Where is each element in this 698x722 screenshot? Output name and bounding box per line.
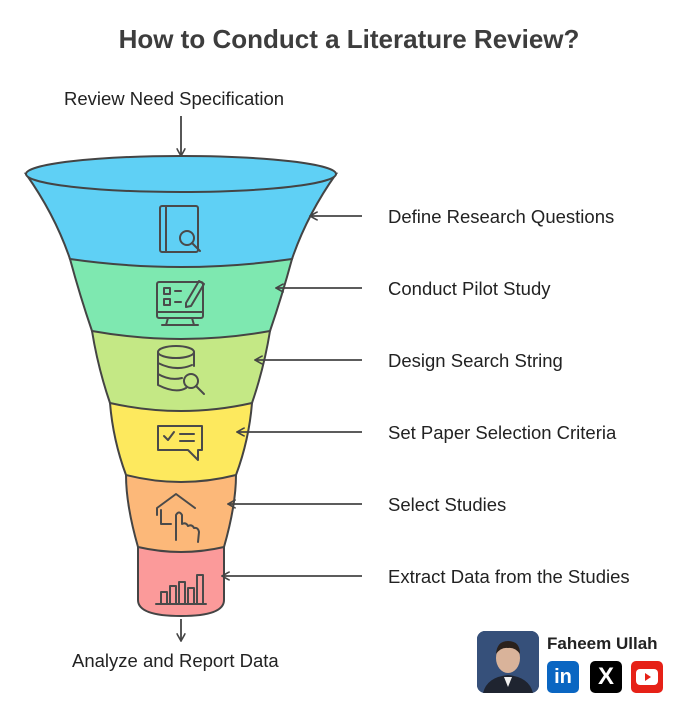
stage-label-select-studies: Select Studies [388, 494, 507, 515]
checklist-message-icon [157, 425, 203, 461]
database-search-icon [157, 345, 205, 395]
stage-label-design-search-string: Design Search String [388, 350, 563, 371]
x-icon[interactable]: X [590, 661, 622, 693]
x-icon-text: X [597, 663, 614, 690]
youtube-icon[interactable] [631, 661, 663, 693]
page-title: How to Conduct a Literature Review? [118, 24, 580, 54]
linkedin-icon-text: in [554, 665, 572, 688]
funnel-stage-3 [90, 330, 272, 412]
stage-label-set-paper-selection-criteria: Set Paper Selection Criteria [388, 422, 617, 443]
stage-label-extract-data: Extract Data from the Studies [388, 566, 630, 587]
stage-label-conduct-pilot-study: Conduct Pilot Study [388, 278, 551, 299]
bar-chart-icon [155, 574, 207, 605]
author-card: Faheem Ullah in X [477, 631, 691, 695]
author-name: Faheem Ullah [547, 634, 658, 653]
monitor-checklist-pen-icon [156, 280, 205, 326]
author-avatar [477, 631, 539, 693]
book-search-icon [159, 205, 201, 253]
funnel-stage-2 [68, 258, 294, 340]
funnel-input-label: Review Need Specification [64, 88, 285, 109]
stage-label-define-research-questions: Define Research Questions [388, 206, 615, 227]
funnel-output-label: Analyze and Report Data [72, 650, 279, 671]
funnel-stage-4 [108, 402, 254, 483]
hand-tap-house-icon [156, 493, 200, 543]
linkedin-icon[interactable]: in [547, 661, 579, 693]
funnel-rim [25, 155, 337, 193]
